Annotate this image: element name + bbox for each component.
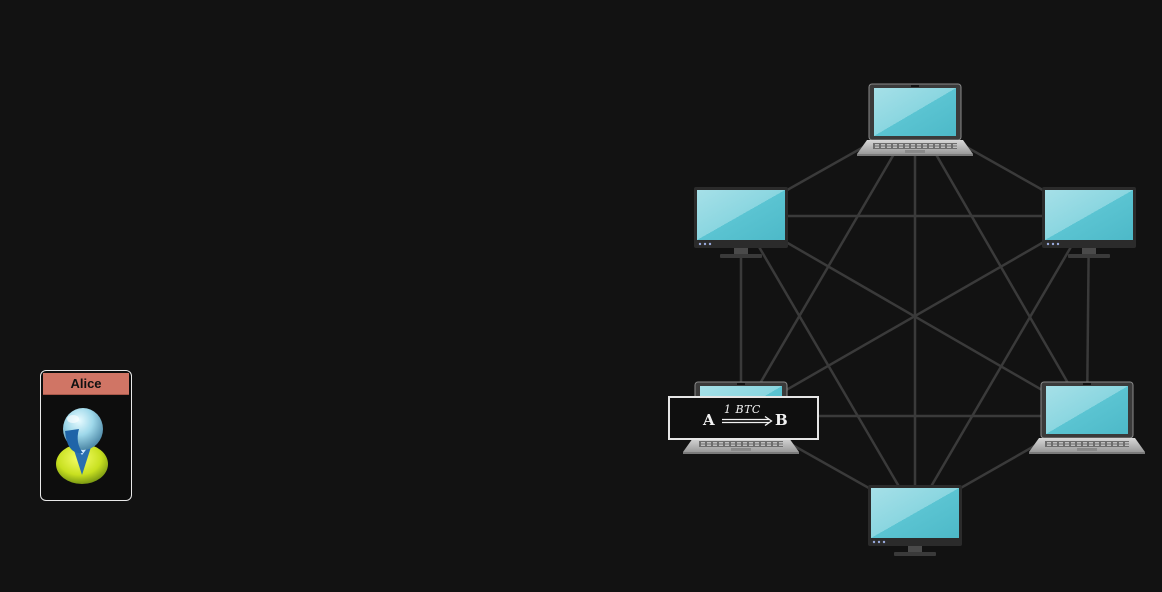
user-card: Alice [40, 370, 132, 501]
network-links [739, 116, 1091, 516]
network-link [740, 214, 1090, 418]
node-lower-right-laptop-icon [1029, 381, 1145, 454]
node-upper-left-monitor-icon [694, 187, 788, 258]
transaction-sender: A [703, 411, 715, 429]
transaction-receiver: B [775, 411, 788, 429]
user-avatar-icon [51, 403, 113, 492]
node-bottom-monitor-icon [868, 485, 962, 556]
transaction-amount: 1 BTC [724, 403, 761, 416]
node-top-laptop-icon [857, 83, 973, 156]
network-link [913, 215, 1091, 515]
transaction-box: A 1 BTC B [668, 396, 819, 440]
node-upper-right-monitor-icon [1042, 187, 1136, 258]
arrow-right-icon [722, 416, 773, 426]
user-name-label: Alice [43, 373, 129, 395]
